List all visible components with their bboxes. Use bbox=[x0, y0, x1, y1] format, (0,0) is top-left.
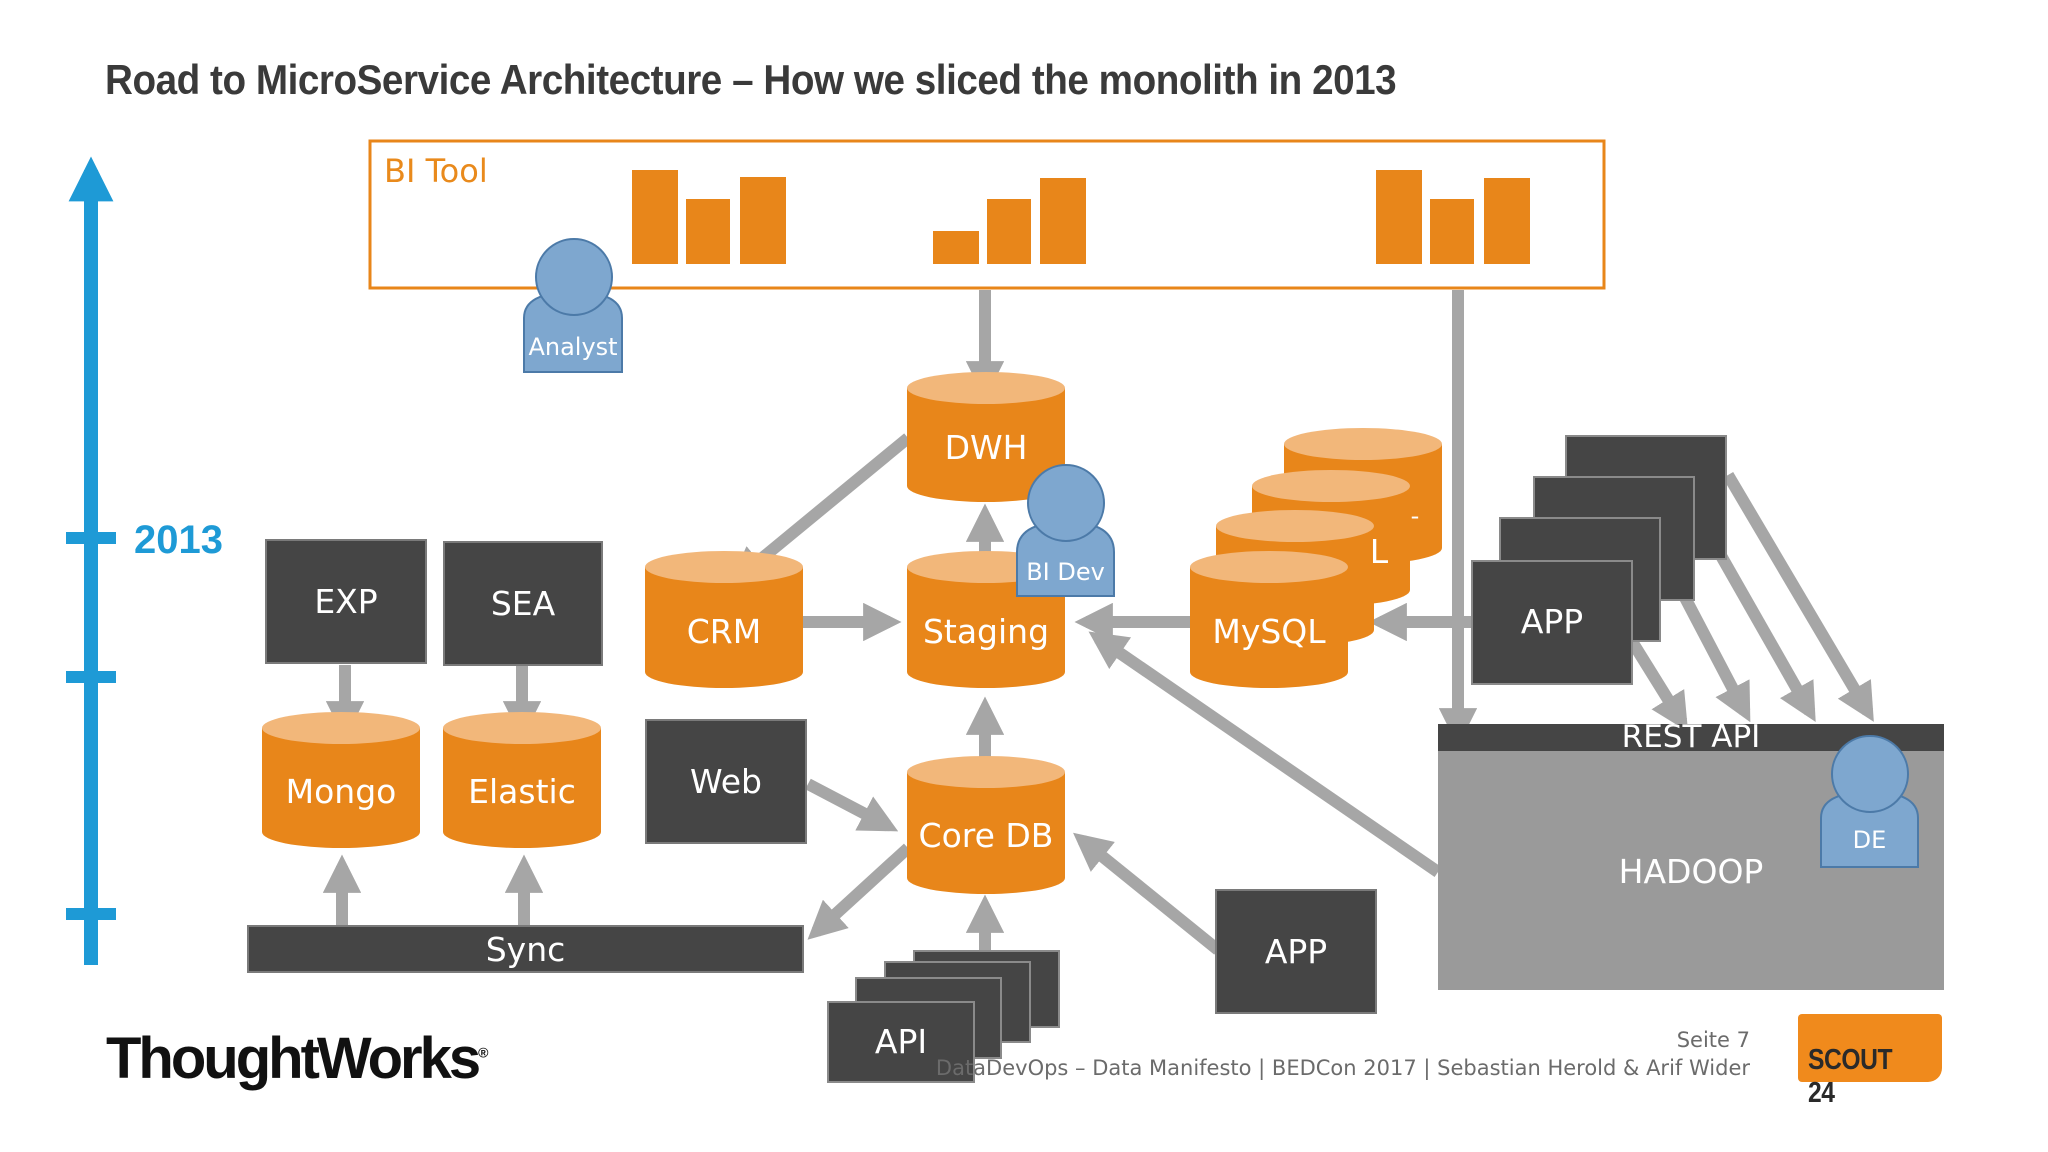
hadoop-label: HADOOP bbox=[1618, 852, 1764, 891]
service-boxes bbox=[247, 435, 1727, 1083]
bi-tool-label: BI Tool bbox=[384, 152, 488, 190]
slide-title: Road to MicroService Architecture – How … bbox=[105, 56, 1397, 103]
sync-label: Sync bbox=[485, 930, 566, 969]
rest-api-label: REST API bbox=[1621, 719, 1761, 755]
crm-label: CRM bbox=[686, 612, 762, 651]
dwh-label: DWH bbox=[944, 428, 1028, 467]
mysql-partial-label: L bbox=[1369, 532, 1389, 571]
staging-label: Staging bbox=[922, 612, 1050, 651]
thoughtworks-logo: ThoughtWorks® bbox=[106, 1026, 489, 1091]
timeline bbox=[66, 156, 116, 965]
database-cylinders bbox=[262, 372, 1442, 894]
mongo-label: Mongo bbox=[285, 772, 397, 811]
exp-label: EXP bbox=[314, 582, 378, 621]
timeline-year-label: 2013 bbox=[134, 518, 223, 562]
footer-caption: DataDevOps – Data Manifesto | BEDCon 201… bbox=[935, 1056, 1750, 1080]
analyst-label: Analyst bbox=[528, 333, 618, 361]
elastic-label: Elastic bbox=[468, 772, 576, 811]
sea-label: SEA bbox=[490, 584, 556, 623]
web-label: Web bbox=[690, 762, 762, 801]
mysql-label: MySQL bbox=[1212, 612, 1326, 651]
bi-dev-person-icon bbox=[1016, 464, 1115, 597]
scout24-logo: SCOUT 24 bbox=[1798, 1014, 1942, 1109]
core-db-label: Core DB bbox=[918, 816, 1054, 855]
bi-tool-box bbox=[368, 139, 1606, 290]
de-label: DE bbox=[1852, 826, 1887, 854]
app-bottom-label: APP bbox=[1264, 932, 1328, 971]
app-right-label: APP bbox=[1520, 602, 1584, 641]
page-number: Seite 7 bbox=[1676, 1028, 1750, 1052]
de-person-icon bbox=[1820, 735, 1919, 868]
bi-dev-label: BI Dev bbox=[1026, 558, 1105, 586]
api-label: API bbox=[874, 1022, 928, 1061]
analyst-person-icon bbox=[523, 238, 623, 373]
mysql-partial-label-2: - bbox=[1410, 502, 1420, 530]
